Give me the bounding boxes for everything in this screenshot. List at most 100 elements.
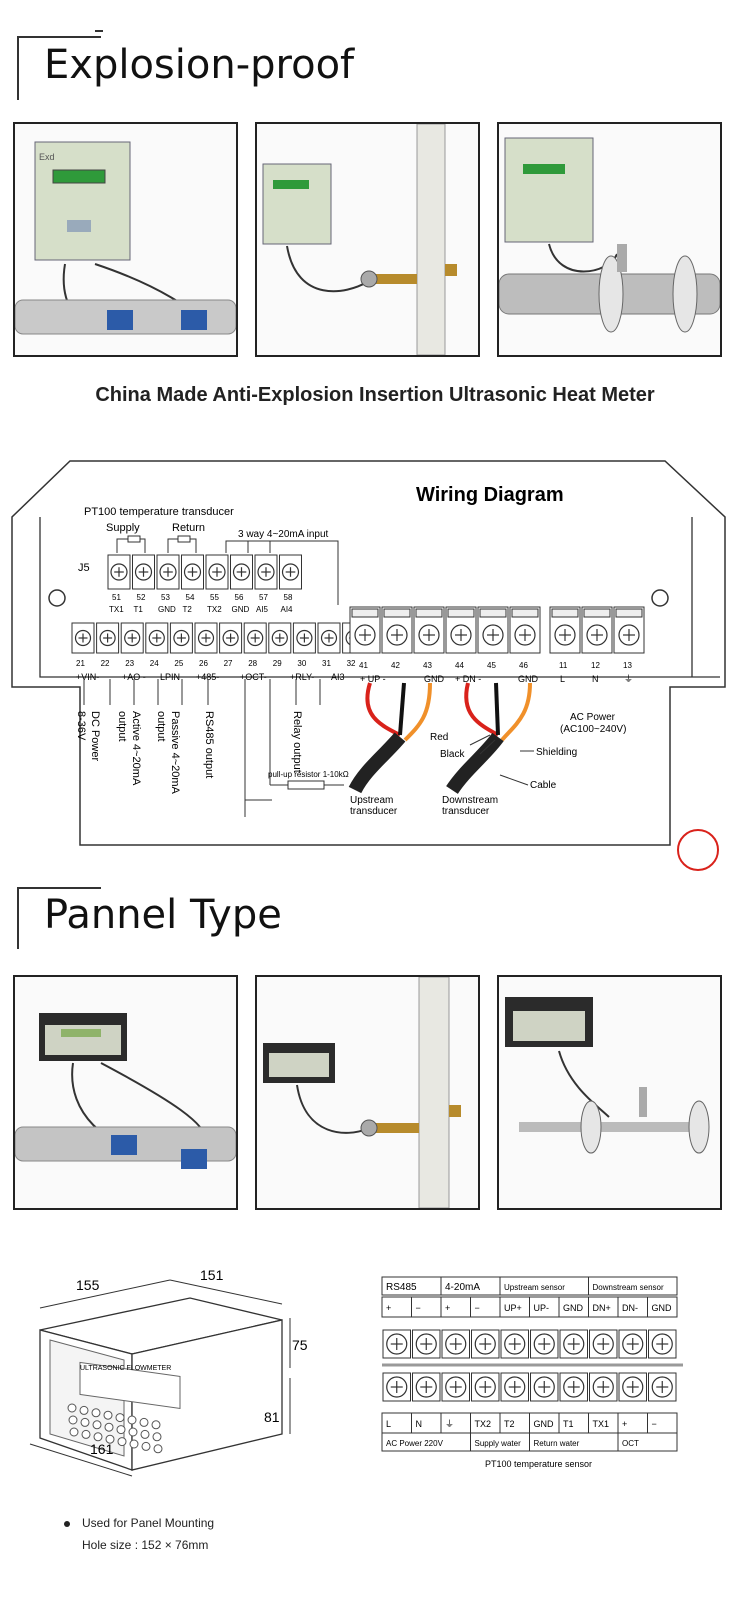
top-terminal-name: TX1 bbox=[109, 605, 124, 614]
tt-bottom-label: TX1 bbox=[593, 1419, 610, 1429]
photo-explosion-insertion bbox=[255, 122, 480, 357]
downstream2-label: transducer bbox=[442, 806, 490, 817]
bottom-terminal-num: 31 bbox=[322, 659, 331, 668]
keypad-button-icon bbox=[141, 1441, 151, 1451]
tt-top-label: + bbox=[445, 1303, 450, 1313]
big-terminal-group: L bbox=[560, 674, 565, 684]
dim-75: 75 bbox=[292, 1337, 308, 1353]
top-terminal-name: T1 bbox=[134, 605, 144, 614]
big-terminal-num: 45 bbox=[487, 661, 496, 670]
keypad-button-icon bbox=[140, 1429, 150, 1439]
tt-top-cell bbox=[647, 1296, 678, 1318]
top-terminal-num: 56 bbox=[235, 593, 244, 602]
section-title-explosion: Explosion-proof bbox=[44, 42, 355, 88]
tt-top-label: UP+ bbox=[504, 1303, 522, 1313]
keypad-button-icon bbox=[129, 1439, 139, 1449]
tt-bottom-label: ⏚ bbox=[445, 1419, 454, 1429]
keypad-button-icon bbox=[104, 1422, 114, 1432]
big-terminal-num: 13 bbox=[623, 661, 632, 670]
panel-insertion-illustration bbox=[263, 977, 461, 1208]
tt-bgroup-cell bbox=[617, 1432, 678, 1452]
bottom-terminal-num: 21 bbox=[76, 659, 85, 668]
photo-panel-clamp bbox=[13, 975, 238, 1210]
bottom-terminal-num: 23 bbox=[125, 659, 134, 668]
passive-out2-label: output bbox=[155, 711, 167, 742]
cable-label: Cable bbox=[530, 780, 557, 791]
dimension-drawing: ULTRASONIC FLOWMETER 155 151 75 81 161 bbox=[29, 1267, 308, 1477]
keypad-button-icon bbox=[151, 1420, 161, 1430]
tt-bottom-label: − bbox=[652, 1419, 657, 1429]
red-label: Red bbox=[430, 732, 448, 743]
dc-range-label: 8-36V bbox=[75, 711, 87, 741]
keypad-button-icon bbox=[128, 1427, 138, 1437]
bottom-terminal-num: 29 bbox=[273, 659, 282, 668]
big-terminal-num: 46 bbox=[519, 661, 528, 670]
keypad-button-icon bbox=[79, 1405, 89, 1415]
active-out2-label: output bbox=[116, 711, 128, 742]
big-terminal-num: 43 bbox=[423, 661, 432, 670]
black-label: Black bbox=[440, 749, 465, 760]
top-terminal-name: GND bbox=[232, 605, 250, 614]
bottom-terminal-group: +AO - bbox=[122, 672, 146, 682]
title2-bracket-tl bbox=[17, 887, 101, 949]
red-circle-mark bbox=[677, 829, 719, 871]
photo-panel-flange bbox=[497, 975, 722, 1210]
keypad-button-icon bbox=[152, 1432, 162, 1442]
bottom-terminal-group: +485- bbox=[196, 672, 219, 682]
ac-power-label: AC Power bbox=[570, 712, 616, 723]
bottom-terminal-num: 32 bbox=[347, 659, 356, 668]
title-bracket-tl bbox=[17, 36, 101, 100]
top-terminal-num: 54 bbox=[186, 593, 195, 602]
dc-power-label: DC Power bbox=[89, 711, 101, 761]
keypad-button-icon bbox=[80, 1417, 90, 1427]
section-title-panel: Pannel Type bbox=[44, 892, 282, 938]
top-terminal-name: TX2 bbox=[207, 605, 222, 614]
big-terminal-group: GND bbox=[518, 674, 539, 684]
tt-bottom-label: T1 bbox=[563, 1419, 574, 1429]
bottom-terminal-num: 30 bbox=[297, 659, 306, 668]
return-label: Return bbox=[172, 522, 205, 534]
keypad-button-icon bbox=[92, 1420, 102, 1430]
photo-explosion-clamp: Exd bbox=[13, 122, 238, 357]
tt-group-label: Downstream sensor bbox=[593, 1283, 664, 1292]
bottom-terminal-num: 22 bbox=[101, 659, 110, 668]
bottom-terminal-group: +RLY- bbox=[290, 672, 314, 682]
big-terminal-num: 12 bbox=[591, 661, 600, 670]
front-label: ULTRASONIC FLOWMETER bbox=[80, 1365, 171, 1372]
panel-clamp-illustration bbox=[15, 1013, 236, 1169]
tt-top-label: GND bbox=[563, 1303, 584, 1313]
keypad-button-icon bbox=[81, 1429, 91, 1439]
tt-group-label: RS485 bbox=[386, 1282, 417, 1293]
bottom-terminal-group: AI3 bbox=[331, 672, 345, 682]
top-terminal-num: 55 bbox=[210, 593, 219, 602]
ac-range-label: (AC100~240V) bbox=[560, 724, 626, 735]
tt-top-label: − bbox=[416, 1303, 421, 1313]
tt-bottom-label: N bbox=[416, 1419, 423, 1429]
passive-out-label: Passive 4~20mA bbox=[169, 711, 181, 795]
pullup-label: pull-up resistor 1-10kΩ bbox=[268, 770, 349, 779]
keypad-button-icon bbox=[69, 1427, 79, 1437]
bottom-terminal-group: +VIN- bbox=[76, 672, 99, 682]
title-bracket-br bbox=[95, 30, 103, 32]
big-terminal-num: 44 bbox=[455, 661, 464, 670]
tt-top-label: + bbox=[386, 1303, 391, 1313]
wiring-diagram: Wiring Diagram PT100 temperature transdu… bbox=[11, 460, 726, 871]
top-terminal-num: 51 bbox=[112, 593, 121, 602]
tt-top-label: GND bbox=[652, 1303, 673, 1313]
top-terminal-name: AI5 bbox=[256, 605, 269, 614]
bottom-terminal-group: +OCT- bbox=[240, 672, 267, 682]
tt-bgroup-label: Supply water bbox=[475, 1439, 522, 1448]
panel-flange-illustration bbox=[505, 997, 710, 1154]
tt-top-label: DN- bbox=[622, 1303, 638, 1313]
explosion-insertion-illustration bbox=[262, 124, 457, 355]
tt-bottom-label: L bbox=[386, 1419, 391, 1429]
top-terminal-num: 57 bbox=[259, 593, 268, 602]
big-terminal-group: + UP - bbox=[360, 674, 386, 684]
big-terminal-group: GND bbox=[424, 674, 445, 684]
explosion-clamp-illustration: Exd bbox=[15, 141, 236, 335]
top-terminal-name: GND bbox=[158, 605, 176, 614]
dim-161: 161 bbox=[90, 1441, 114, 1457]
bullet-dot bbox=[64, 1521, 70, 1527]
tt-top-label: DN+ bbox=[593, 1303, 611, 1313]
